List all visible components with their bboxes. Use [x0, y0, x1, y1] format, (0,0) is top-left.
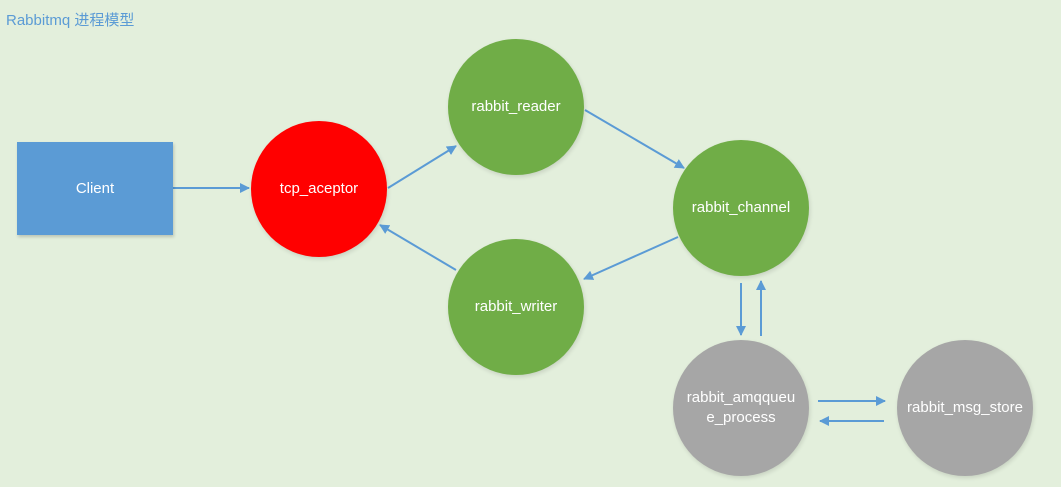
- diagram-title: Rabbitmq 进程模型: [6, 12, 135, 29]
- rabbit-reader-label: rabbit_reader: [471, 98, 561, 115]
- rabbit-writer-node: rabbit_writer: [448, 239, 584, 375]
- rabbit-channel-label: rabbit_channel: [691, 199, 791, 216]
- tcp-aceptor-label: tcp_aceptor: [279, 180, 359, 197]
- rabbit-amqqueue-process-label-line2: e_process: [706, 409, 776, 426]
- client-node: Client: [17, 142, 173, 235]
- rabbit-msg-store-label: rabbit_msg_store: [907, 399, 1023, 416]
- rabbit-channel-node: rabbit_channel: [673, 140, 809, 276]
- client-label: Client: [75, 179, 115, 197]
- rabbit-msg-store-node: rabbit_msg_store: [897, 340, 1033, 476]
- rabbit-amqqueue-process-label-line1: rabbit_amqqueu: [686, 389, 796, 406]
- rabbit-amqqueue-process-node: rabbit_amqqueu e_process: [673, 340, 809, 476]
- arrow-channel-to-writer: [583, 236, 679, 280]
- arrow-acceptor-to-reader: [387, 145, 457, 189]
- rabbit-amqqueue-process-label: rabbit_amqqueu e_process: [681, 388, 801, 428]
- arrow-reader-to-channel: [584, 109, 685, 169]
- arrow-writer-to-acceptor: [379, 224, 457, 271]
- tcp-aceptor-node: tcp_aceptor: [251, 121, 387, 257]
- rabbit-reader-node: rabbit_reader: [448, 39, 584, 175]
- rabbit-writer-label: rabbit_writer: [474, 298, 558, 315]
